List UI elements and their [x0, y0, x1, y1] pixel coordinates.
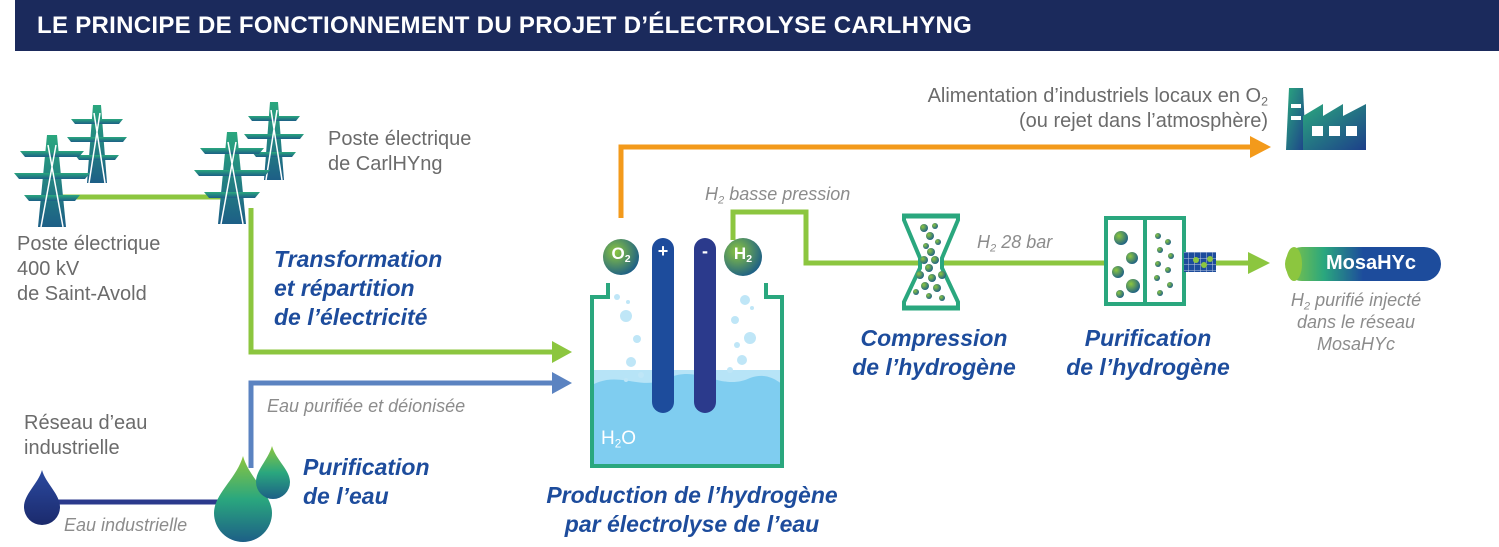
water-fill	[592, 370, 782, 466]
header-bar: LE PRINCIPE DE FONCTIONNEMENT DU PROJET …	[15, 0, 1499, 51]
water-purification-drop-icon	[214, 456, 272, 542]
injection-label: H2 purifié injecté dans le réseau MosaHY…	[1290, 290, 1422, 354]
pylon-icon	[194, 132, 270, 225]
pylons-saint-avold	[14, 105, 127, 228]
compression-label: Compression de l’hydrogène	[852, 325, 1016, 380]
plus-sign: +	[657, 241, 669, 261]
eau-purifiee-label: Eau purifiée et déionisée	[267, 396, 466, 416]
purified-water-flow-line	[248, 372, 572, 468]
page-title: LE PRINCIPE DE FONCTIONNEMENT DU PROJET …	[37, 12, 973, 39]
electrolyzer-tank	[590, 238, 784, 468]
poste-saint-avold-label: Poste électrique 400 kV de Saint-Avold	[17, 233, 161, 305]
pylon-icon	[14, 135, 90, 228]
h2-arrow-icon	[1248, 252, 1270, 274]
h2-badge: H2	[733, 244, 753, 266]
pylons-carlhyng	[194, 102, 304, 225]
purifier-icon	[1104, 216, 1216, 306]
factory-icon	[1286, 88, 1366, 150]
reseau-eau-label: Réseau d’eau industrielle	[24, 412, 148, 459]
o2-flow-line	[618, 136, 1271, 218]
transformation-label: Transformation et répartition de l’élect…	[274, 246, 443, 330]
eau-industrielle-label: Eau industrielle	[64, 515, 188, 535]
water-h2o-label: H2O	[601, 428, 637, 451]
minus-sign: -	[702, 241, 708, 261]
purified-water-arrow-icon	[552, 372, 572, 394]
o2-arrow-icon	[1250, 136, 1271, 158]
h2-bubble-icon	[724, 238, 762, 276]
h2-28-bar-label: H2 28 bar	[977, 232, 1053, 255]
bubbles	[614, 294, 756, 382]
electricity-arrow-icon	[552, 341, 572, 363]
pylon-icon	[244, 102, 304, 181]
mosahyc-pipe-icon	[1285, 247, 1441, 281]
anode-electrode	[652, 238, 674, 413]
water-purification-drop-small-icon	[256, 446, 290, 499]
h2-basse-pression-label: H2 basse pression	[705, 184, 851, 207]
o2-bubble-icon	[603, 239, 639, 275]
mosahyc-pipe-label: MosaHYc	[1325, 252, 1417, 274]
purification-h2-label: Purification de l’hydrogène	[1066, 325, 1230, 380]
compressor-icon	[902, 213, 960, 311]
industrial-water-drop-icon	[24, 470, 60, 525]
cathode-electrode	[694, 238, 716, 413]
poste-carlhyng-label: Poste électrique de CarlHYng	[328, 128, 472, 175]
o2-badge: O2	[611, 244, 631, 266]
production-h2-label: Production de l’hydrogène par électrolys…	[546, 482, 838, 537]
alimentation-label: Alimentation d’industriels locaux en O2 …	[927, 85, 1268, 132]
pylon-icon	[67, 105, 127, 184]
h2-flow-line	[730, 209, 1270, 274]
purification-eau-label: Purification de l’eau	[303, 454, 430, 509]
